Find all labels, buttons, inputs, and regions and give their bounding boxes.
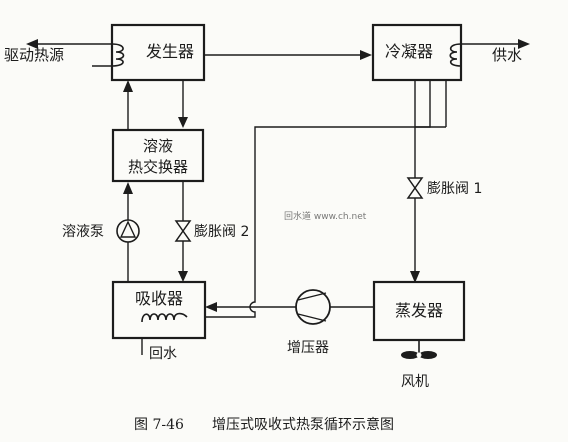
water-supply-label: 供水 — [492, 46, 522, 64]
booster-label: 增压器 — [287, 340, 329, 356]
arrow-into-generator — [123, 80, 133, 92]
arrow-water-supply-out — [518, 39, 530, 49]
solution-heat-exchanger-box — [111, 128, 205, 183]
figure-number: 图 7-46 — [134, 417, 184, 433]
evaporator-box — [372, 280, 466, 342]
generator-heating-coil-icon — [111, 43, 125, 67]
absorber-box — [111, 280, 207, 340]
arrow-into-evaporator — [410, 271, 420, 283]
pipe-absorber-coil-to-condenser-coil — [187, 80, 431, 318]
fan-icon — [401, 340, 437, 359]
condenser-label: 冷凝器 — [385, 42, 433, 61]
expansion-valve-2-label: 膨胀阀 2 — [194, 223, 249, 240]
expansion-valve-2-icon — [174, 220, 192, 242]
generator-box — [110, 23, 206, 82]
expansion-valve-1-icon — [406, 177, 424, 199]
booster-compressor-icon — [295, 289, 331, 325]
condenser-box — [371, 23, 463, 82]
condenser-coil-icon — [449, 43, 462, 67]
expansion-valve-1-label: 膨胀阀 1 — [427, 180, 482, 197]
solution-pump-label: 溶液泵 — [62, 224, 104, 240]
absorber-label: 吸收器 — [135, 289, 183, 308]
solution-heat-exchanger-label-line2: 热交换器 — [128, 158, 188, 176]
evaporator-label: 蒸发器 — [395, 301, 443, 320]
drive-heat-source-label: 驱动热源 — [4, 46, 64, 64]
generator-label: 发生器 — [146, 42, 194, 61]
arrow-into-absorber — [178, 271, 188, 282]
fan-label: 风机 — [401, 374, 429, 390]
watermark: 回水道 www.ch.net — [284, 210, 367, 222]
arrow-pump-to-shx — [123, 182, 133, 194]
solution-pump-icon — [116, 219, 140, 243]
return-water-label: 回水 — [149, 346, 177, 362]
solution-heat-exchanger-label-line1: 溶液 — [143, 137, 173, 155]
arrow-booster-into-absorber — [205, 302, 217, 312]
arrow-into-condenser — [360, 50, 372, 60]
absorber-coil-icon — [141, 312, 188, 323]
arrow-into-shx — [178, 117, 188, 128]
figure-title: 增压式吸收式热泵循环示意图 — [212, 416, 394, 433]
arrow-drive-heat-out — [26, 39, 38, 49]
